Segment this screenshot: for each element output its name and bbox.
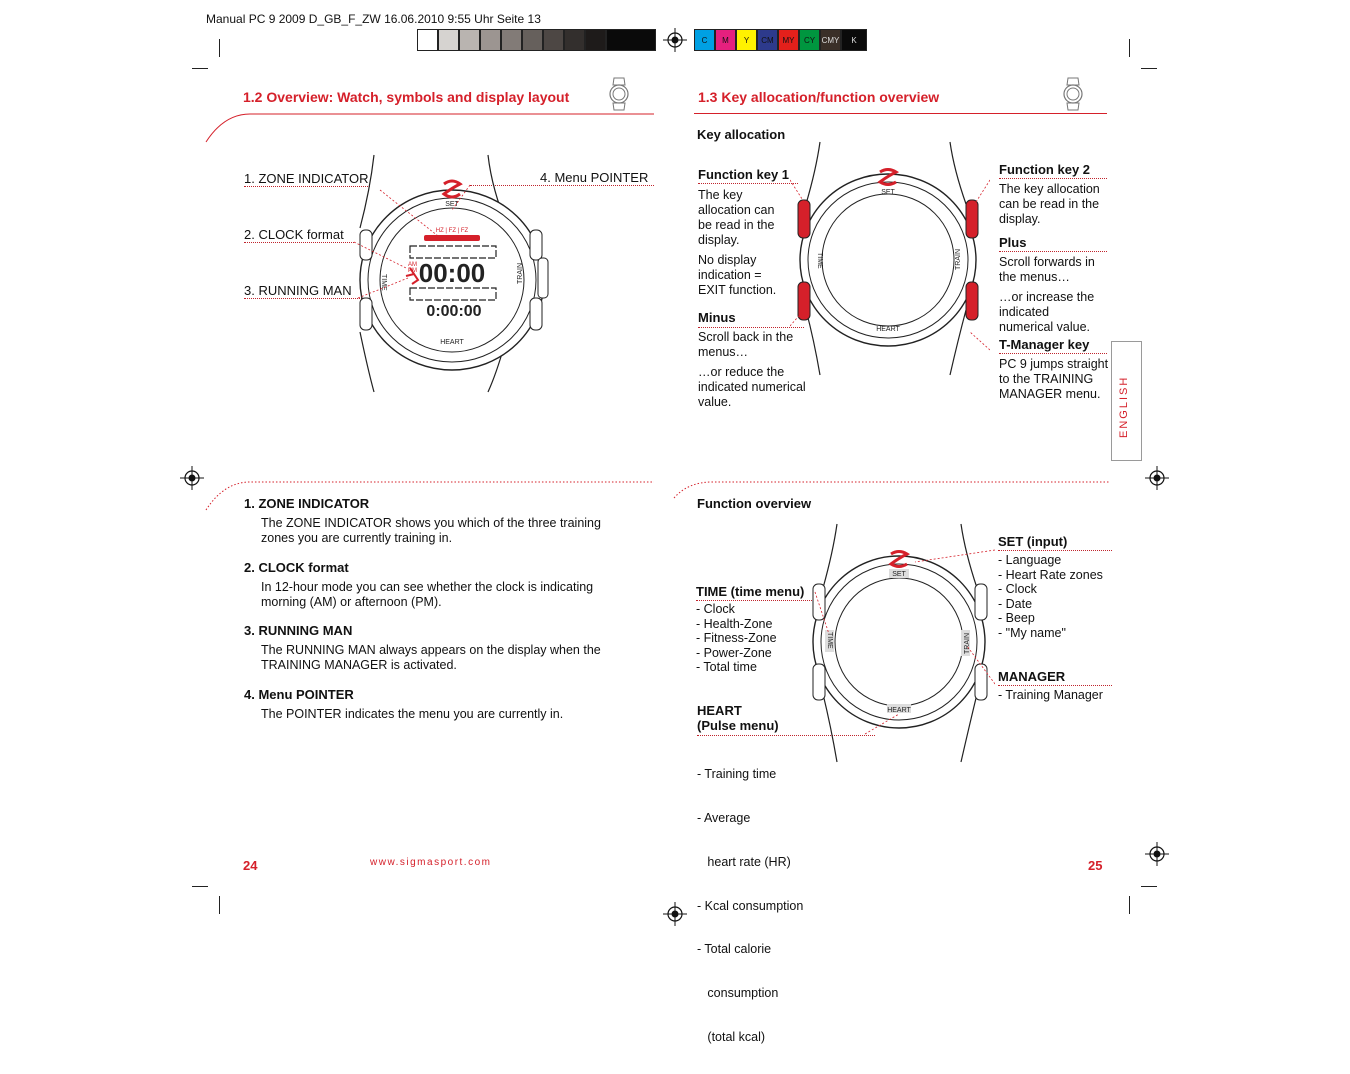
list-item: - Kcal consumption [697, 898, 804, 913]
list-item: (total kcal) [697, 1029, 766, 1044]
heart-menu-block: HEART (Pulse menu) - Training time - Ave… [697, 703, 875, 1074]
minus-block: Minus Scroll back in the menus… …or redu… [698, 310, 820, 410]
heart-menu-heading-2: (Pulse menu) [697, 718, 779, 733]
watch-icon [1063, 77, 1083, 111]
function-key-2-block: Function key 2 The key allocation can be… [999, 162, 1109, 227]
callout-running-man: 3. RUNNING MAN [244, 283, 352, 298]
fk1-heading: Function key 1 [698, 167, 790, 182]
fk1-text-2: No display indication = EXIT function. [698, 253, 777, 297]
function-overview-watch-diagram: SET HEART TIME TRAIN [812, 523, 995, 763]
svg-text:TIME: TIME [380, 274, 387, 291]
svg-text:TIME: TIME [816, 252, 823, 269]
svg-text:TIME: TIME [826, 632, 833, 649]
manager-menu-heading: MANAGER [998, 669, 1066, 684]
plus-block: Plus Scroll forwards in the menus… …or i… [999, 235, 1109, 335]
print-header: Manual PC 9 2009 D_GB_F_ZW 16.06.2010 9:… [206, 12, 541, 26]
function-key-1-block: Function key 1 The key allocation can be… [698, 167, 798, 298]
key-allocation-heading: Key allocation [697, 127, 786, 142]
left-page-title: 1.2 Overview: Watch, symbols and display… [243, 89, 570, 105]
item-text: In 12-hour mode you can see whether the … [261, 580, 594, 609]
svg-text:AM: AM [408, 262, 417, 268]
minus-text-2: …or reduce the indicated numerical value… [698, 365, 806, 409]
list-item: - Total calorie [697, 942, 772, 957]
list-item: - Date [998, 596, 1033, 611]
svg-text:TRAIN: TRAIN [517, 263, 524, 284]
minus-text: Scroll back in the menus… [698, 330, 794, 359]
svg-text:0:00:00: 0:00:00 [426, 303, 481, 320]
svg-text:TRAIN: TRAIN [964, 633, 971, 654]
callout-zone-indicator: 1. ZONE INDICATOR [244, 171, 369, 186]
section-divider [673, 481, 1110, 499]
language-tab: ENGLISH [1111, 341, 1142, 461]
watch-display-diagram: SET HEART TIME TRAIN HZ | FZ | FZ 00:00 … [353, 154, 549, 393]
watch-icon [609, 77, 629, 111]
item-text: The ZONE INDICATOR shows you which of th… [261, 516, 601, 545]
section-divider [694, 113, 1107, 114]
svg-text:HEART: HEART [887, 707, 911, 714]
svg-text:SET: SET [881, 189, 895, 196]
list-item: - Heart Rate zones [998, 567, 1103, 582]
list-item: - Health-Zone [696, 616, 773, 631]
section-divider [205, 481, 654, 511]
plus-text: Scroll forwards in the menus… [999, 255, 1095, 284]
fk1-text: The key allocation can be read in the di… [698, 188, 775, 247]
svg-text:HEART: HEART [876, 326, 900, 333]
manager-menu-block: MANAGER - Training Manager [998, 669, 1118, 703]
minus-heading: Minus [698, 310, 736, 325]
item-heading: 2. CLOCK format [244, 560, 349, 575]
heart-menu-heading: HEART [697, 703, 742, 718]
fk2-heading: Function key 2 [999, 162, 1091, 177]
item-heading: 4. Menu POINTER [244, 687, 354, 702]
function-overview-heading: Function overview [697, 496, 812, 511]
item-text: The RUNNING MAN always appears on the di… [261, 643, 601, 672]
callout-menu-pointer: 4. Menu POINTER [540, 170, 649, 185]
list-item: - Fitness-Zone [696, 631, 777, 646]
list-item: - Training Manager [998, 688, 1103, 702]
list-item: - Power-Zone [696, 645, 772, 660]
svg-text:SET: SET [445, 201, 459, 208]
registration-mark-icon [1145, 842, 1169, 866]
list-item: - Training time [697, 767, 777, 782]
item-heading: 3. RUNNING MAN [244, 623, 353, 638]
tmanager-heading: T-Manager key [999, 337, 1090, 352]
item-heading: 1. ZONE INDICATOR [244, 496, 370, 511]
set-menu-block: SET (input) - Language - Heart Rate zone… [998, 534, 1118, 641]
time-menu-heading: TIME (time menu) [696, 584, 805, 599]
registration-mark-icon [663, 902, 687, 926]
page-number-right: 25 [1088, 858, 1103, 873]
list-item: - Clock [998, 582, 1037, 597]
item-text: The POINTER indicates the menu you are c… [261, 707, 564, 721]
list-item: consumption [697, 986, 779, 1001]
list-item: heart rate (HR) [697, 854, 791, 869]
svg-text:HEART: HEART [440, 339, 464, 346]
overview-list: 1. ZONE INDICATOR The ZONE INDICATOR sho… [244, 496, 624, 722]
registration-mark-icon [1145, 466, 1169, 490]
time-menu-block: TIME (time menu) - Clock - Health-Zone -… [696, 584, 814, 675]
set-menu-heading: SET (input) [998, 534, 1068, 549]
list-item: - Average [697, 810, 751, 825]
list-item: - Beep [998, 611, 1035, 626]
svg-text:TRAIN: TRAIN [955, 249, 962, 270]
key-allocation-watch-diagram: SET HEART TIME TRAIN [790, 141, 990, 376]
plus-text-2: …or increase the indicated numerical val… [999, 290, 1095, 334]
list-item: - Clock [696, 602, 735, 616]
right-page-title: 1.3 Key allocation/function overview [698, 89, 940, 105]
registration-mark-icon [663, 28, 687, 52]
page-number-left: 24 [243, 858, 258, 873]
svg-text:SET: SET [892, 571, 906, 578]
registration-mark-icon [180, 466, 204, 490]
list-item: - Total time [696, 660, 757, 675]
svg-text:HZ | FZ | FZ: HZ | FZ | FZ [436, 228, 469, 234]
callout-clock-format: 2. CLOCK format [244, 227, 344, 242]
list-item: - Language [998, 553, 1062, 567]
tmanager-text: PC 9 jumps straight to the TRAINING MANA… [999, 357, 1109, 401]
website-url: www.sigmasport.com [370, 857, 492, 868]
fk2-text: The key allocation can be read in the di… [999, 182, 1100, 226]
section-divider [205, 113, 654, 143]
plus-heading: Plus [999, 235, 1027, 250]
list-item: - "My name" [998, 625, 1066, 640]
tmanager-block: T-Manager key PC 9 jumps straight to the… [999, 337, 1111, 402]
svg-text:00:00: 00:00 [419, 258, 486, 288]
